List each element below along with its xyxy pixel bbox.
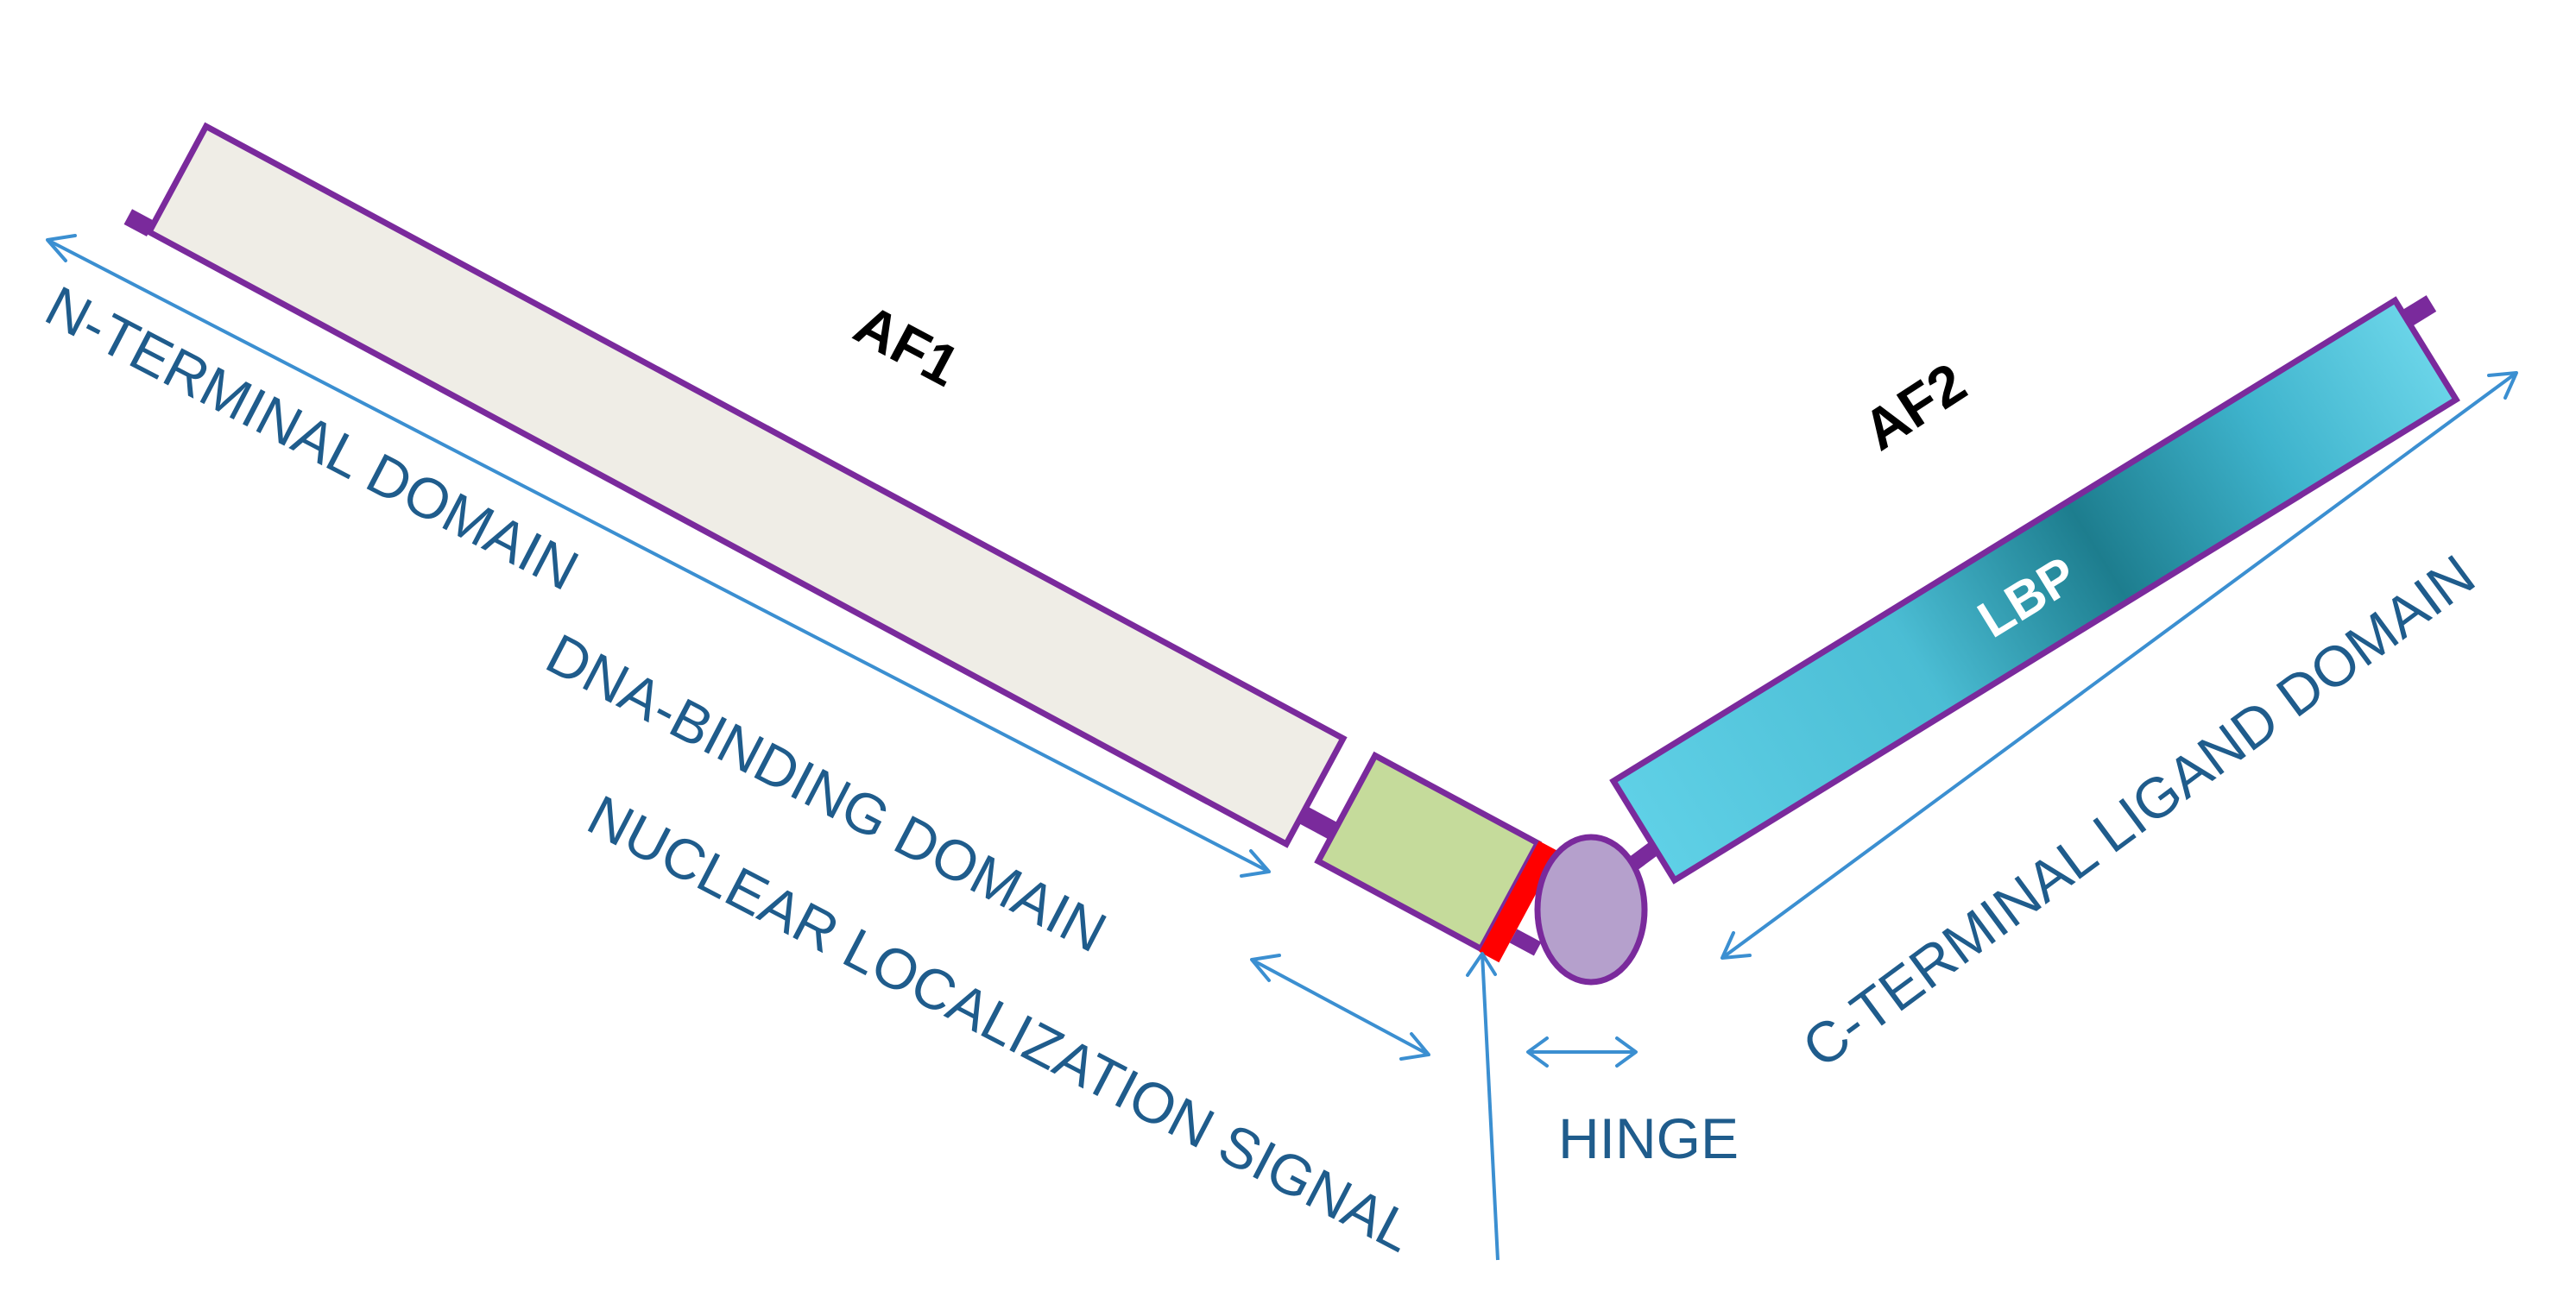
n-terminal-arrow: [46, 234, 1271, 878]
af1-label: AF1: [844, 292, 969, 399]
ligand-binding-domain-box: [1609, 296, 2460, 885]
right-arm: LBP: [1609, 295, 2460, 885]
n-terminal-domain-box: [145, 122, 1348, 848]
hinge-ellipse: [1534, 834, 1648, 986]
hinge-label: HINGE: [1558, 1106, 1739, 1170]
linker-2: [1509, 929, 1542, 956]
nuclear-localization-bar: [1479, 841, 1559, 963]
c-terminal-arrow: [1720, 371, 2518, 960]
af2-label: AF2: [1852, 350, 1977, 463]
nls-arrow: [1466, 952, 1500, 1261]
dna-binding-arrow: [1250, 954, 1430, 1061]
linker-1: [1297, 805, 1339, 841]
left-arm: [123, 122, 1559, 963]
hinge-arrow: [1526, 1036, 1638, 1068]
c-terminal-stub: [2401, 295, 2437, 327]
